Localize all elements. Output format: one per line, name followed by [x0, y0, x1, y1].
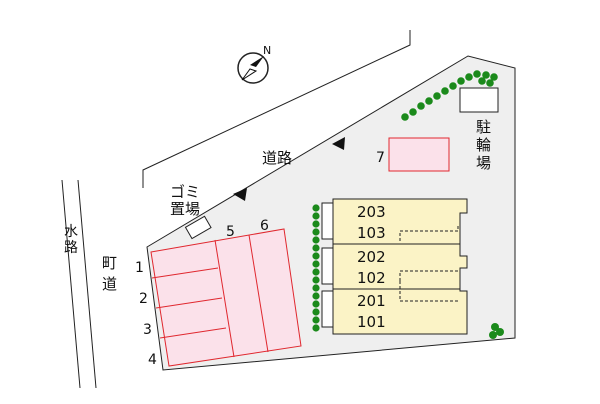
garbage-area-label-line2: 置場 — [170, 200, 200, 218]
building-dashed-partition — [399, 281, 458, 302]
parking-space-number-2: 2 — [139, 291, 148, 307]
road-edge-line — [142, 30, 411, 188]
parking-space-number-7: 7 — [376, 150, 385, 166]
parking-divider — [155, 297, 223, 309]
bicycle-parking-label-char3: 場 — [476, 154, 491, 172]
garbage-area-box — [184, 215, 212, 240]
parking-space-number-1: 1 — [135, 260, 144, 276]
parking-space-number-5: 5 — [226, 224, 235, 240]
waterway-label-char1: 水 — [64, 224, 78, 240]
building-outline — [332, 198, 468, 335]
parking-space-number-3: 3 — [143, 322, 152, 338]
unit-number: 103 — [357, 224, 386, 242]
waterway-line-right — [77, 179, 97, 389]
parking-space-number-6: 6 — [260, 218, 269, 234]
unit-number: 102 — [357, 269, 386, 287]
waterway-line-left — [61, 179, 81, 389]
unit-number: 201 — [357, 292, 386, 310]
unit-number: 202 — [357, 248, 386, 266]
compass-icon: N — [237, 44, 271, 84]
road-arrow-icon — [233, 188, 247, 201]
road-arrow-icon — [332, 137, 345, 150]
unit-number: 101 — [357, 313, 386, 331]
unit-number: 203 — [357, 203, 386, 221]
parking-area — [150, 228, 302, 367]
building-dashed-partition — [399, 226, 459, 241]
parking-divider — [159, 327, 227, 339]
garbage-area-label-line1: ゴミ — [170, 183, 200, 201]
parking-divider — [214, 239, 235, 358]
parking-space-7 — [388, 137, 450, 172]
parking-block — [150, 228, 302, 367]
bicycle-parking-label-char2: 輪 — [476, 136, 491, 154]
parking-space-number-4: 4 — [148, 352, 157, 368]
road-label: 道路 — [262, 149, 292, 167]
town-road-label-char1: 町 — [102, 254, 117, 272]
apartment-building — [321, 198, 468, 335]
building-connector — [321, 202, 334, 240]
town-road-label-char2: 道 — [102, 275, 117, 293]
bicycle-parking-box — [459, 87, 499, 113]
parking-divider — [248, 234, 269, 353]
building-connector — [321, 290, 334, 328]
building-connector — [321, 247, 334, 285]
building-dashed-partition — [399, 270, 458, 281]
bicycle-parking-label-char1: 駐 — [476, 118, 491, 136]
compass-north-label: N — [263, 44, 271, 57]
parking-divider — [151, 267, 219, 279]
tree-row-icon — [312, 70, 504, 339]
waterway-label-char2: 路 — [64, 240, 78, 256]
